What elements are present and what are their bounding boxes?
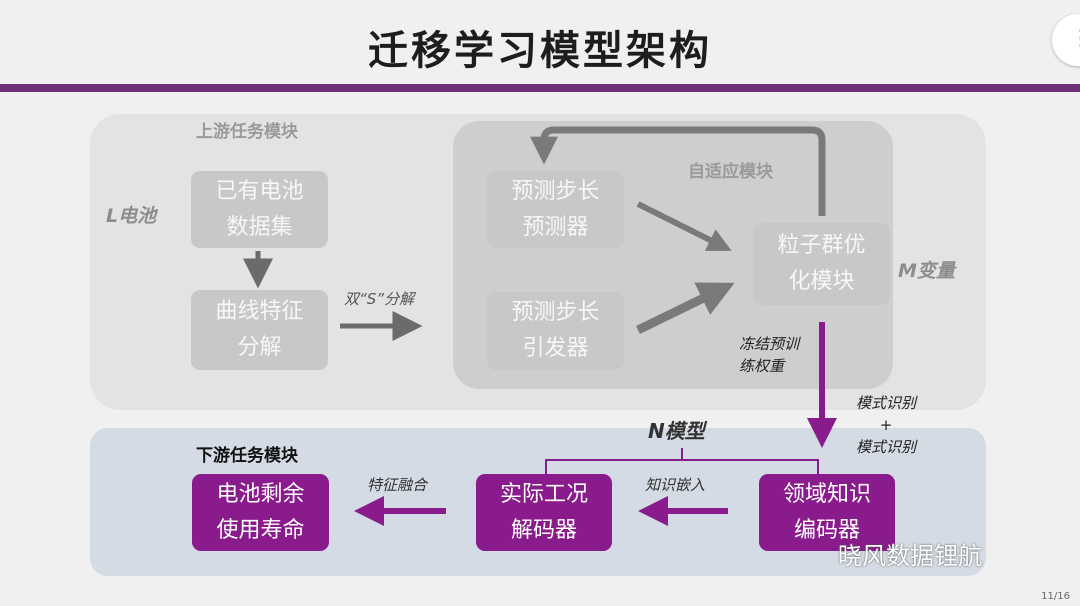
n-model-label: N模型 [648, 419, 705, 443]
arrow-feedback-loop [530, 126, 826, 216]
freeze-weights-label: 冻结预训 练权重 [739, 335, 800, 375]
curve-decomposition-box: 曲线特征 分解 [191, 290, 328, 370]
step-trigger-box: 预测步长 引发器 [487, 292, 624, 370]
battery-rul-box: 电池剩余 使用寿命 [192, 474, 329, 551]
page-number: 11/16 [1041, 591, 1070, 602]
downstream-module-label: 下游任务模块 [196, 446, 298, 466]
condition-decoder-box: 实际工况 解码器 [476, 474, 612, 551]
slide-title: 迁移学习模型架构 [368, 28, 712, 74]
n-model-bracket [545, 448, 819, 474]
domain-encoder-box: 领域知识 编码器 [759, 474, 895, 551]
title-rule [0, 84, 1080, 92]
arrow-predictor-to-pso [636, 201, 732, 251]
menu-icon: ⋮ [1070, 26, 1080, 51]
knowledge-embedding-label: 知识嵌入 [645, 476, 706, 494]
dataset-box: 已有电池 数据集 [191, 171, 328, 248]
watermark-text: 晓风数据锂航 [838, 542, 982, 570]
adaptive-module-label: 自适应模块 [688, 162, 773, 182]
step-predictor-box: 预测步长 预测器 [487, 171, 624, 248]
m-variable-label: M变量 [898, 260, 955, 282]
pso-module-box: 粒子群优 化模块 [753, 223, 890, 305]
arrow-trigger-to-pso [636, 282, 735, 335]
double-s-label: 双“S”分解 [344, 290, 415, 308]
feature-fusion-label: 特征融合 [367, 476, 428, 494]
upstream-module-label: 上游任务模块 [196, 122, 298, 142]
pattern-recognition-label: 模式识别 + 模式识别 [856, 394, 917, 456]
l-battery-label: L电池 [106, 205, 157, 227]
